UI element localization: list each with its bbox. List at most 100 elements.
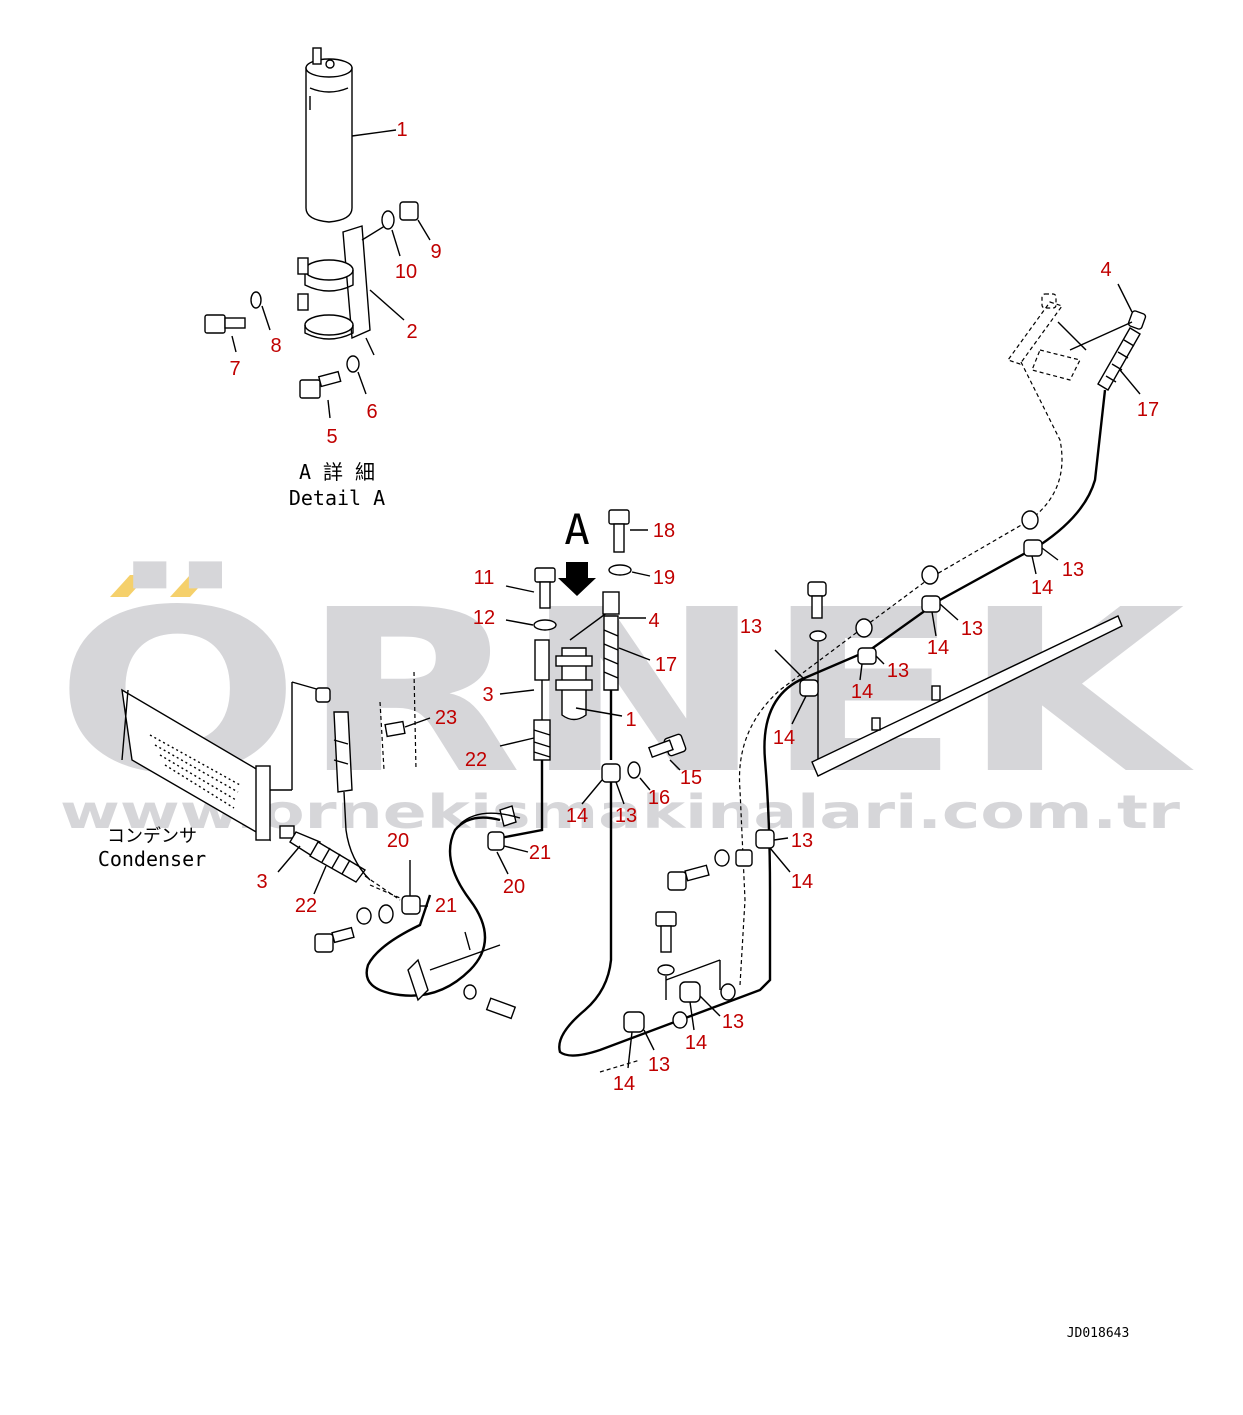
callout-22-condenser: 22: [295, 895, 317, 917]
callout-14-high: 14: [927, 637, 949, 659]
detail-a-link: [569, 611, 609, 641]
discharge-hose-wrap: [333, 739, 349, 765]
washer-12: [533, 619, 557, 631]
callout-13-high: 13: [961, 618, 983, 640]
leader-17-top: [1119, 369, 1141, 395]
bolt-18-head: [608, 509, 630, 525]
callout-18: 18: [653, 520, 675, 542]
condenser-caption-jp: コンデンサ: [107, 826, 197, 847]
callout-20-lower: 20: [387, 830, 409, 852]
hose-17-top-wrap: [1105, 339, 1135, 383]
callout-11: 11: [474, 567, 495, 589]
callout-21-lower: 21: [435, 895, 457, 917]
callout-19: 19: [653, 567, 675, 589]
leader-3-condenser: [277, 845, 301, 873]
grommet-right-mid: [855, 618, 873, 638]
bolt-7-shank: [224, 317, 246, 329]
bracket-clamp-upper: [304, 259, 354, 281]
bolt-right-lower-head: [667, 871, 687, 891]
washer-16: [627, 761, 641, 779]
hose-17-wrap: [603, 629, 619, 679]
callout-4-main: 4: [648, 610, 659, 632]
bolt-bottom-shank: [660, 925, 672, 953]
drier-clamp-lower: [555, 679, 593, 691]
callout-17-top: 17: [1137, 399, 1159, 421]
bolt-5-shank: [317, 370, 342, 388]
hose-3-hidden: [369, 884, 401, 899]
receiver-drier-plug: [325, 59, 335, 69]
clamp-right-mid: [857, 647, 877, 665]
callout-14-right-mid: 14: [851, 681, 873, 703]
washer-10: [381, 210, 395, 230]
hose-22-condenser-wrap: [321, 847, 351, 875]
callouts: 1 2 5 6 7 8 9 10 4 17 18 19 11 12 4 17 3…: [229, 119, 1159, 1095]
tag-23-hidden-edge: [379, 701, 385, 771]
callout-14-center: 14: [566, 805, 588, 827]
bolt-lower-left-shank: [331, 926, 355, 944]
leader-13-bottom-left: [643, 1029, 655, 1051]
callout-3-condenser: 3: [256, 871, 267, 893]
nut-9: [399, 201, 419, 221]
discharge-hose: [333, 711, 353, 793]
callout-8: 8: [270, 335, 281, 357]
hose-3-fitting: [534, 639, 550, 681]
discharge-hose-lower: [343, 791, 371, 881]
grommet-right-lower: [735, 849, 753, 867]
condenser-caption-en: Condenser: [98, 847, 206, 871]
view-direction-arrow: [558, 562, 596, 596]
detail-a-caption-en: Detail A: [289, 486, 385, 510]
leader-14-right-top: [1031, 555, 1037, 575]
receiver-drier-body: [305, 67, 353, 223]
callout-23: 23: [435, 707, 457, 729]
grommet-lower-left: [378, 904, 394, 924]
washer-8: [250, 291, 262, 309]
bolt-11-head: [534, 567, 556, 583]
callout-14-right-upper: 14: [773, 727, 795, 749]
drawing-code: JD018643: [1067, 1326, 1130, 1341]
bolt-11-shank: [539, 581, 551, 609]
frame-rail-stud-1: [931, 685, 941, 701]
leader-22-condenser: [313, 865, 327, 895]
callout-15: 15: [680, 767, 702, 789]
callout-1-main: 1: [625, 709, 636, 731]
clamp-right-top: [1023, 539, 1043, 557]
leader-14-right-upper: [791, 695, 807, 725]
hose-22-wrap: [533, 729, 551, 758]
leader-14-bottom-left: [627, 1031, 633, 1069]
leader-16: [639, 777, 651, 791]
callout-14-bottom-left: 14: [613, 1073, 635, 1095]
leader-7: [231, 335, 237, 353]
callout-16: 16: [648, 787, 670, 809]
condenser-link-upper-2: [291, 681, 321, 691]
grommet-upper: [499, 805, 517, 827]
leader-8: [261, 305, 271, 331]
watermark-accent-left: [110, 575, 148, 597]
hose-22-hidden: [364, 875, 401, 901]
callout-3-main: 3: [482, 684, 493, 706]
hose-17-sleeve: [603, 615, 619, 691]
bracket-ear-upper: [297, 257, 309, 275]
leader-13-center: [615, 781, 625, 805]
callout-13-top: 13: [1062, 559, 1084, 581]
hose-suction-edge: [459, 812, 521, 825]
leader-22-main: [499, 737, 535, 747]
hose-4-top-nut: [1127, 310, 1147, 330]
callout-14-right-lower: 14: [791, 871, 813, 893]
hose-17-top-sleeve: [1097, 327, 1141, 391]
callout-13-right-mid: 13: [887, 660, 909, 682]
clamp-center-14: [601, 763, 621, 783]
leader-11: [505, 585, 535, 593]
callout-10: 10: [395, 261, 417, 283]
leader-10: [391, 229, 401, 257]
callout-2: 2: [406, 321, 417, 343]
tag-23: [384, 720, 406, 738]
callout-14-bottom-right: 14: [685, 1032, 707, 1054]
leader-9: [417, 219, 431, 241]
clamp-20-lower: [401, 895, 421, 915]
callout-13-right-upper: 13: [740, 616, 762, 638]
callout-1: 1: [396, 119, 407, 141]
callout-17-main: 17: [655, 654, 677, 676]
bolt-bottom-head: [655, 911, 677, 927]
leader-13-right-top: [1041, 547, 1059, 561]
leader-4-top-hidden: [1057, 321, 1087, 351]
